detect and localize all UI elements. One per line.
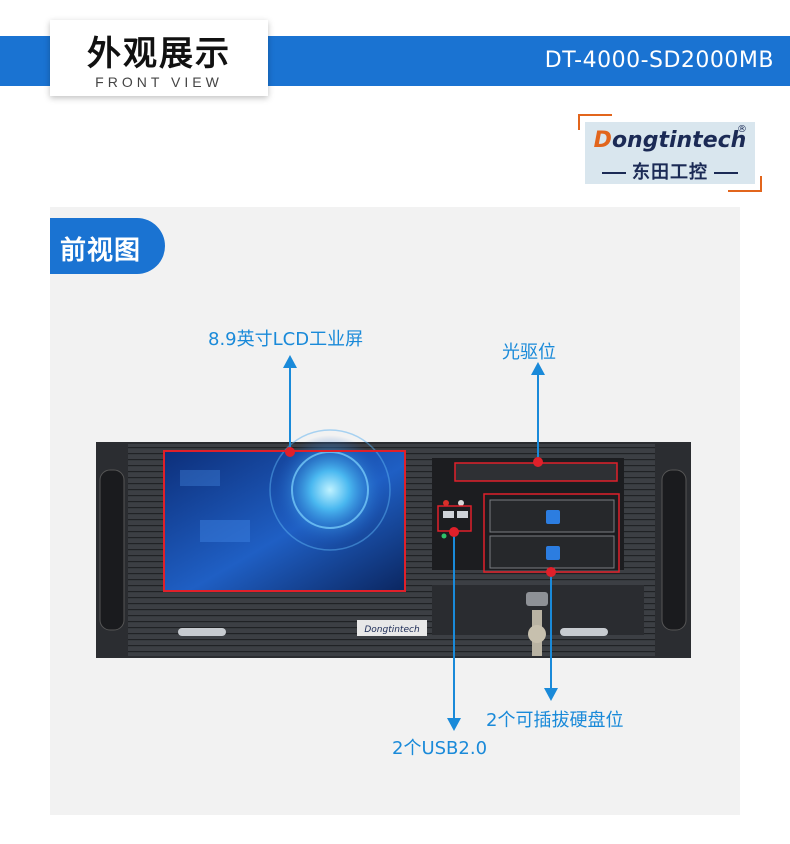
registered-mark: ®: [737, 124, 747, 135]
usb-port: [457, 511, 468, 518]
screen-callout-label: 8.9英寸LCD工业屏: [208, 329, 364, 350]
marker-dot: [285, 447, 295, 457]
optical-callout-label: 光驱位: [502, 342, 556, 363]
page-title: 外观展示: [87, 34, 231, 74]
model-number: DT-4000-SD2000MB: [544, 48, 774, 73]
marker-dot: [546, 567, 556, 577]
usb-callout-label: 2个USB2.0: [392, 738, 488, 759]
page-subtitle: FRONT VIEW: [95, 74, 223, 90]
drives-callout-label: 2个可插拔硬盘位: [486, 710, 624, 731]
marker-dot: [449, 527, 459, 537]
device-badge: [357, 620, 427, 636]
arrow-down-icon: [447, 718, 461, 731]
screen-callout-box: [163, 450, 406, 592]
usb-port: [443, 511, 454, 518]
right-handle: [661, 469, 687, 631]
left-handle: [99, 469, 125, 631]
brand-logo-text: Dongtintech: [593, 128, 747, 153]
marker-dot: [533, 457, 543, 467]
logo-frame-corner: [728, 176, 762, 192]
arrow-up-icon: [531, 362, 545, 375]
panel-pull: [178, 628, 226, 636]
panel-pull: [560, 628, 608, 636]
brand-logo-cn: 东田工控: [585, 158, 755, 184]
logo-frame-corner: [578, 114, 612, 130]
lock: [526, 592, 548, 606]
device-badge-text: Dongtintech: [364, 625, 420, 635]
brand-logo: Dongtintech ® 东田工控: [585, 122, 755, 184]
arrow-down-icon: [544, 688, 558, 701]
arrow-up-icon: [283, 355, 297, 368]
title-card: 外观展示 FRONT VIEW: [50, 20, 268, 96]
section-tag: 前视图: [50, 218, 165, 274]
